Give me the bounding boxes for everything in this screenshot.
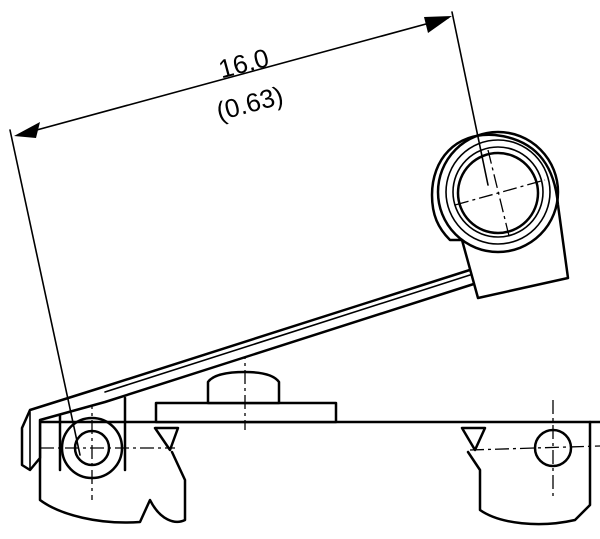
mounting-hole-left bbox=[40, 395, 175, 500]
dimension-value-in: (0.63) bbox=[213, 80, 286, 127]
arrowhead-left bbox=[14, 122, 40, 138]
terminal-tabs bbox=[153, 426, 487, 452]
mounting-hole-right bbox=[469, 400, 600, 500]
lever-arm bbox=[20, 266, 482, 472]
dimension-value-mm: 16.0 bbox=[215, 42, 272, 84]
plunger-actuator bbox=[154, 345, 338, 430]
dimension-lines bbox=[9, 11, 489, 456]
arrowhead-right bbox=[424, 16, 452, 33]
roller-wheel bbox=[436, 130, 560, 254]
